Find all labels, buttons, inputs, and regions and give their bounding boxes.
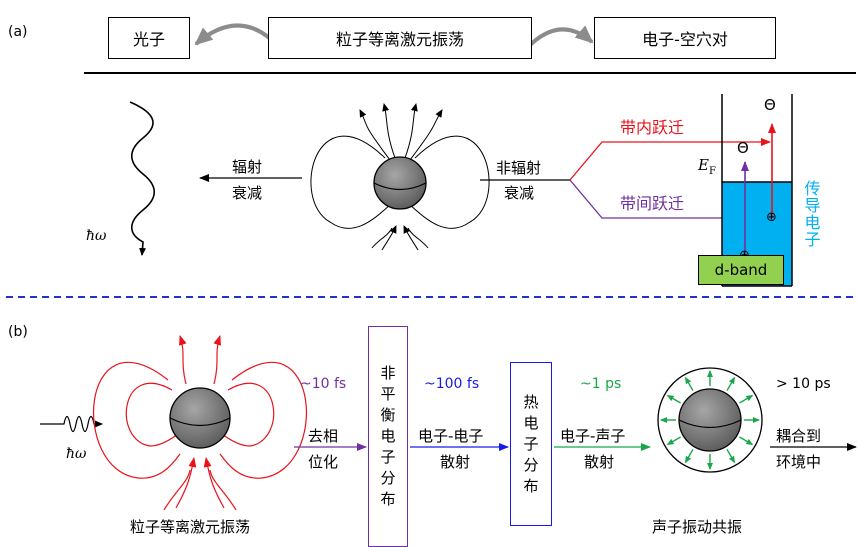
radiative-decay-label-2: 衰减	[232, 184, 263, 202]
panel-a-tag: (a)	[8, 24, 28, 40]
plasmon-to-photon-arrow	[194, 23, 280, 48]
time-10ps: > 10 ps	[776, 376, 831, 392]
hot-char-4: 分	[523, 455, 539, 474]
conduction-electrons-label: 传导电子	[800, 180, 822, 248]
plasmon-dipole-b	[92, 335, 308, 511]
nonradiative-decay-label-1: 非辐射	[496, 159, 542, 177]
conduction-electrons-text: 传导电子	[801, 180, 821, 248]
plasmon-oscillation-label: 粒子等离激元振荡	[130, 518, 251, 536]
hot-char-2: 电	[523, 413, 539, 432]
time-10fs: ~10 fs	[300, 376, 347, 392]
plasmon-dipole-a	[310, 103, 490, 251]
coupling-label-2: 环境中	[776, 453, 822, 471]
hbar-omega-a: ħω	[86, 228, 107, 244]
plasmon-box-label: 粒子等离激元振荡	[335, 30, 464, 49]
hot-char-1: 热	[523, 392, 539, 411]
photon-box-label: 光子	[132, 30, 165, 49]
hot-char-3: 子	[523, 434, 539, 453]
fermi-level-e: E	[698, 156, 709, 174]
nonequilibrium-distribution-box: 非 平 衡 电 子 分 布	[368, 326, 408, 547]
phonon-arrow	[666, 394, 681, 404]
nonradiative-decay-label-2: 衰减	[504, 184, 535, 202]
phonon-arrow	[684, 449, 694, 464]
electron-hole-pair-box: 电子-空穴对	[594, 17, 776, 59]
phonon-vibration-label: 声子振动共振	[652, 518, 743, 536]
electron-hole-pair-label: 电子-空穴对	[642, 30, 728, 49]
phonon-arrow	[739, 394, 754, 404]
coupling-label-1: 耦合到	[776, 427, 822, 445]
intraband-label: 带内跃迁	[620, 118, 685, 137]
fermi-level-sub: F	[708, 166, 716, 177]
plasmon-box: 粒子等离激元振荡	[268, 17, 532, 59]
ee-scattering-label-1: 电子-电子	[418, 427, 484, 445]
radiative-decay-label-1: 辐射	[232, 158, 263, 176]
electron-symbol-mid: Θ	[737, 139, 749, 157]
noneq-char-2: 平	[380, 385, 396, 403]
incident-light-wave	[40, 415, 103, 433]
phonon-particle	[657, 367, 763, 473]
photon-box: 光子	[108, 17, 190, 59]
noneq-char-5: 子	[380, 448, 396, 466]
interband-label: 带间跃迁	[620, 194, 685, 213]
dephasing-label-1: 去相	[308, 427, 339, 445]
plasmon-to-pair-arrow	[525, 25, 594, 50]
noneq-char-7: 布	[380, 490, 396, 508]
phonon-arrow	[666, 436, 681, 446]
panel-b-tag: (b)	[8, 324, 28, 340]
ep-scattering-label-1: 电子-声子	[560, 427, 626, 445]
photon-wave	[129, 101, 156, 256]
phonon-arrow	[726, 449, 736, 464]
d-band-box: d-band	[698, 255, 784, 285]
hole-symbol-conduction: ⊕	[766, 210, 777, 225]
noneq-char-4: 电	[380, 427, 396, 445]
ee-scattering-label-2: 散射	[440, 453, 471, 471]
phonon-arrow	[739, 436, 754, 446]
hot-char-5: 布	[523, 476, 539, 495]
noneq-char-1: 非	[380, 364, 396, 382]
noneq-char-3: 衡	[380, 406, 396, 424]
time-100fs: ~100 fs	[424, 376, 480, 392]
ep-scattering-label-2: 散射	[584, 453, 615, 471]
d-band-label: d-band	[714, 261, 768, 279]
phonon-arrow	[726, 376, 736, 391]
dephasing-label-2: 位化	[308, 453, 339, 471]
hot-electron-distribution-box: 热 电 子 分 布	[510, 362, 552, 526]
nonradiative-branch	[480, 138, 771, 222]
noneq-char-6: 分	[380, 469, 396, 487]
hbar-omega-b: ħω	[66, 446, 87, 462]
time-1ps: ~1 ps	[580, 376, 622, 392]
fermi-level-label: EF	[698, 156, 716, 177]
electron-symbol-top: Θ	[764, 96, 776, 114]
phonon-arrow	[684, 376, 694, 391]
